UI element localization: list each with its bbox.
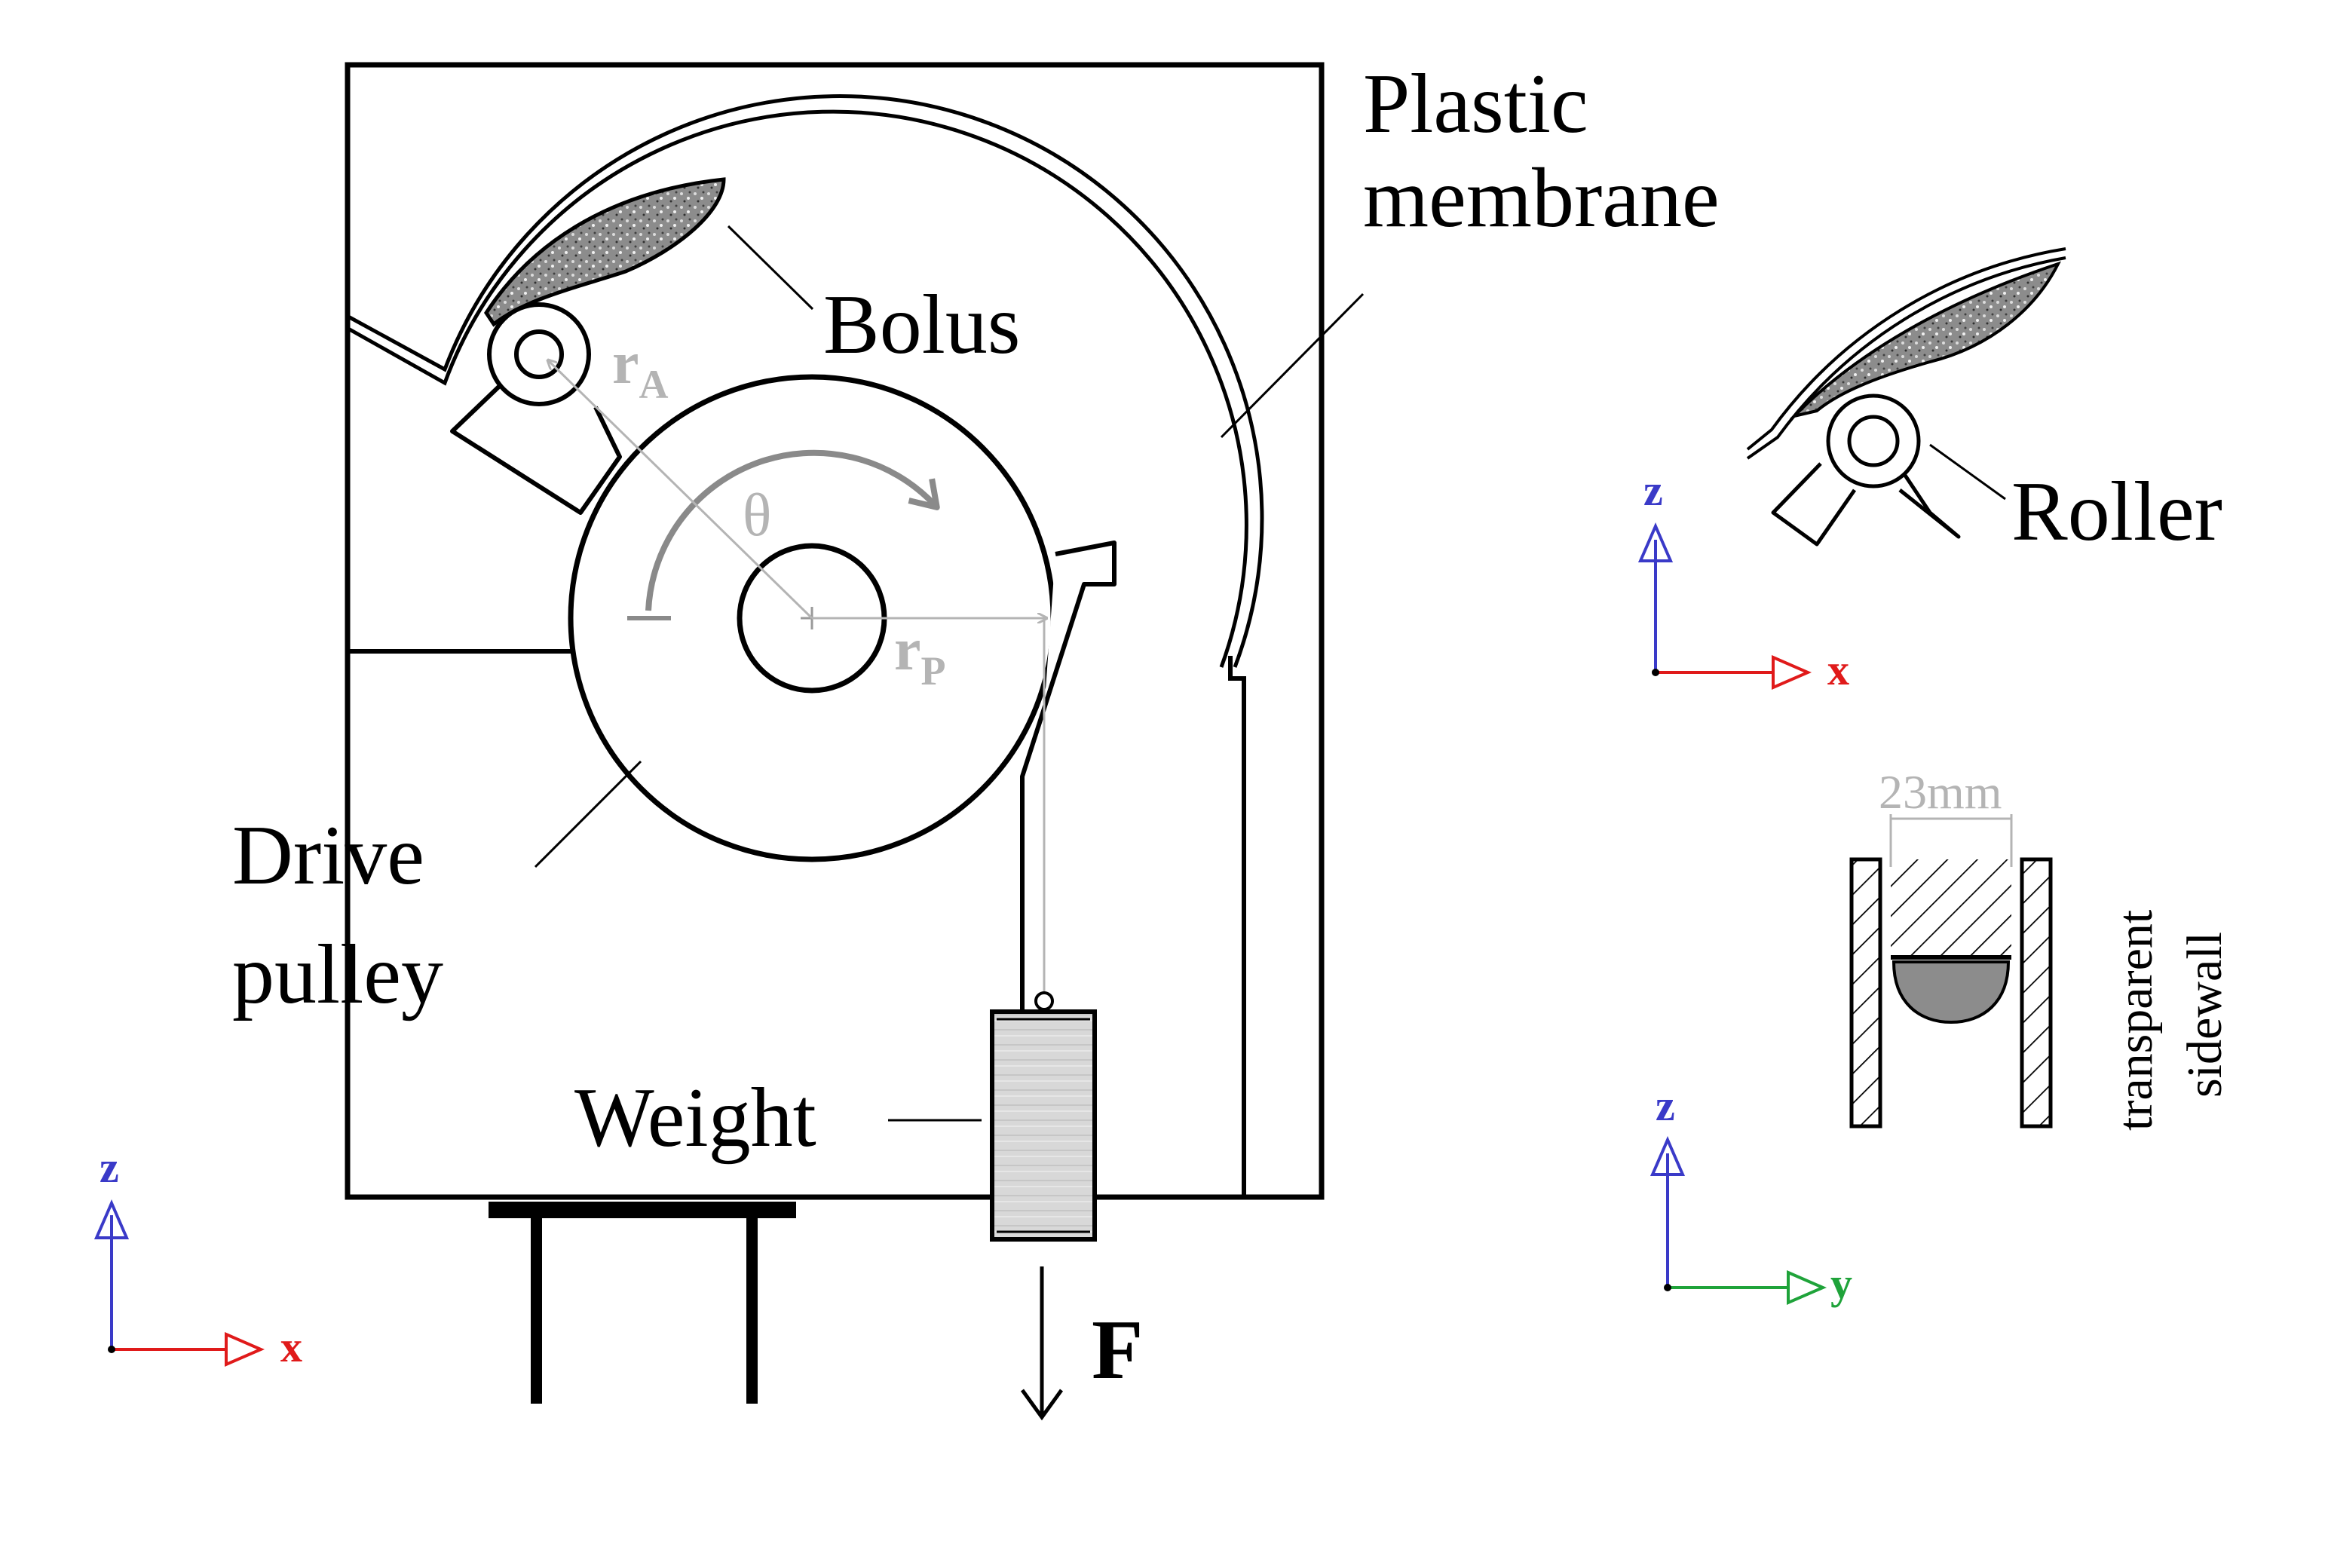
section-axis-y-label: y [1830,1259,1852,1308]
r-p-subscript: P [921,648,946,694]
r-a-subscript: A [639,362,669,407]
pump-housing [345,62,1325,1200]
r-p-main: r [894,617,921,683]
plastic-membrane [347,94,1264,668]
roller-bolus [1789,261,2061,419]
tube-guide [1228,656,1246,1197]
roller-axis-z-label: z [1643,466,1663,515]
r-a-radius-line [548,360,813,620]
main-axis-z-label: z [100,1143,119,1192]
main-axes: z x [93,1143,302,1371]
left-sidewall [1849,857,1882,1129]
roller-arm [450,302,622,515]
r-p-label: rP [894,617,946,694]
section-axis-z-label: z [1656,1081,1675,1130]
rotation-annotation [548,360,1046,618]
drive-pulley-label-line1: Drive [232,809,424,902]
bolus-section [1892,960,2011,1024]
width-dimension-label: 23mm [1879,765,2002,819]
roller-section [1891,859,2011,957]
section-axes: z y [1650,1081,1852,1308]
roller-inner [1847,415,1900,467]
hook [1034,991,1054,1011]
r-a-main: r [612,330,639,397]
theta-label: θ [743,482,771,549]
bolus [484,177,726,327]
drive-pulley-label-line2: pulley [232,928,443,1021]
weight-block [990,1009,1097,1242]
plastic-membrane-label-line2: membrane [1363,152,1720,245]
cross-section [1849,814,2053,1129]
leader-lines [534,225,1365,1122]
roller-axis-x-label: x [1827,645,1849,694]
sidewall-label-line1: transparent [2108,910,2163,1131]
right-sidewall [2020,857,2053,1129]
theta-arc [645,449,935,611]
weight-guide-bracket [1020,541,1117,1012]
force-label: F [1092,1303,1143,1397]
main-axis-x-label: x [280,1322,302,1371]
roller-label: Roller [2011,465,2222,559]
force-arrow-head [1020,1389,1064,1421]
weight-label: Weight [574,1071,816,1165]
r-a-label: rA [612,330,669,407]
roller-axes: z x [1637,466,1849,694]
bolus-label: Bolus [823,278,1020,372]
plastic-membrane-label-line1: Plastic [1363,57,1588,151]
roller-detail [1746,247,2066,547]
support-stand [489,1202,796,1404]
weight-assembly [990,618,1097,1421]
sidewall-label-line2: sidewall [2177,932,2232,1098]
